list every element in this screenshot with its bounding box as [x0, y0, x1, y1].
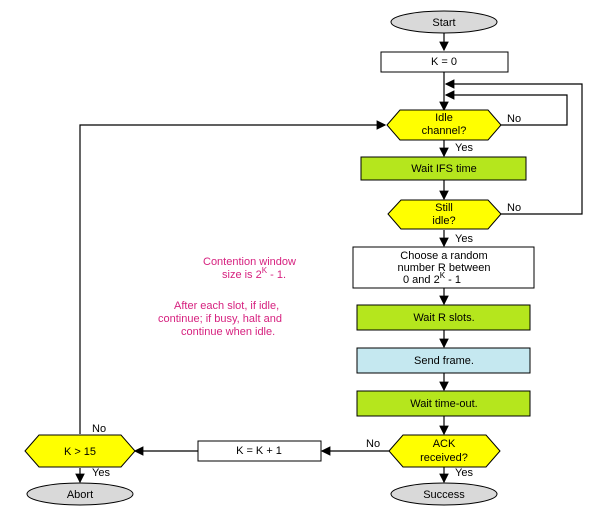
slot-note-line1: After each slot, if idle, — [174, 300, 279, 312]
k-no-label: No — [92, 423, 106, 435]
send-frame-box: Send frame. — [356, 347, 531, 374]
wait-ifs-box: Wait IFS time — [360, 156, 527, 181]
k-increment-label: K = K + 1 — [236, 445, 282, 457]
slot-note-line2: continue; if busy, halt and — [158, 313, 282, 325]
connectors — [75, 33, 583, 484]
contention-note-line1: Contention window — [203, 256, 296, 268]
k-gt-15-label: K > 15 — [64, 446, 96, 458]
wait-ifs-label: Wait IFS time — [411, 163, 477, 175]
abort-label: Abort — [67, 489, 93, 501]
k-increment-box: K = K + 1 — [197, 440, 322, 462]
abort-terminal: Abort — [26, 482, 134, 506]
choose-random-exponent: K — [440, 271, 446, 280]
still-idle-decision: Still idle? — [387, 199, 502, 230]
slot-note-line3: continue when idle. — [181, 326, 275, 338]
choose-random-minus: - 1 — [445, 274, 461, 286]
choose-random-base: 0 and 2 — [403, 274, 440, 286]
branch-labels: No Yes No Yes No Yes No Yes — [92, 113, 521, 479]
wait-timeout-box: Wait time-out. — [356, 390, 531, 417]
success-terminal: Success — [390, 482, 498, 506]
idle-channel-decision: Idle channel? — [386, 109, 502, 141]
still-idle-line2: idle? — [432, 215, 455, 227]
choose-random-line1: Choose a random — [400, 250, 487, 262]
wait-r-box: Wait R slots. — [356, 304, 531, 331]
contention-exponent: K — [262, 266, 268, 275]
wait-timeout-label: Wait time-out. — [410, 398, 477, 410]
k-init-box: K = 0 — [380, 51, 509, 73]
idle-no-label: No — [507, 113, 521, 125]
still-yes-label: Yes — [455, 233, 473, 245]
k-gt-15-decision: K > 15 — [24, 434, 136, 468]
still-idle-line1: Still — [435, 202, 453, 214]
success-label: Success — [423, 489, 465, 501]
still-no-label: No — [507, 202, 521, 214]
ack-received-line1: ACK — [433, 438, 456, 450]
idle-channel-line1: Idle — [435, 112, 453, 124]
contention-minus: - 1. — [267, 269, 286, 281]
choose-random-box: Choose a random number R between 0 and 2… — [352, 246, 535, 289]
wait-r-label: Wait R slots. — [413, 312, 474, 324]
ack-received-decision: ACK received? — [388, 434, 501, 468]
ack-no-label: No — [366, 438, 380, 450]
slot-rule-note: After each slot, if idle, continue; if b… — [158, 300, 282, 338]
k-init-label: K = 0 — [431, 56, 457, 68]
k-yes-label: Yes — [92, 467, 110, 479]
ack-received-line2: received? — [420, 452, 468, 464]
ack-yes-label: Yes — [455, 467, 473, 479]
contention-note-line2: size is 2K - 1. — [222, 266, 286, 281]
choose-random-line3: 0 and 2K - 1 — [403, 271, 461, 286]
send-frame-label: Send frame. — [414, 355, 474, 367]
choose-random-line2: number R between — [398, 262, 491, 274]
idle-yes-label: Yes — [455, 142, 473, 154]
start-label: Start — [432, 17, 455, 29]
start-terminal: Start — [390, 10, 498, 34]
contention-window-note: Contention window size is 2K - 1. — [203, 256, 296, 281]
idle-channel-line2: channel? — [422, 125, 467, 137]
contention-base: size is 2 — [222, 269, 262, 281]
